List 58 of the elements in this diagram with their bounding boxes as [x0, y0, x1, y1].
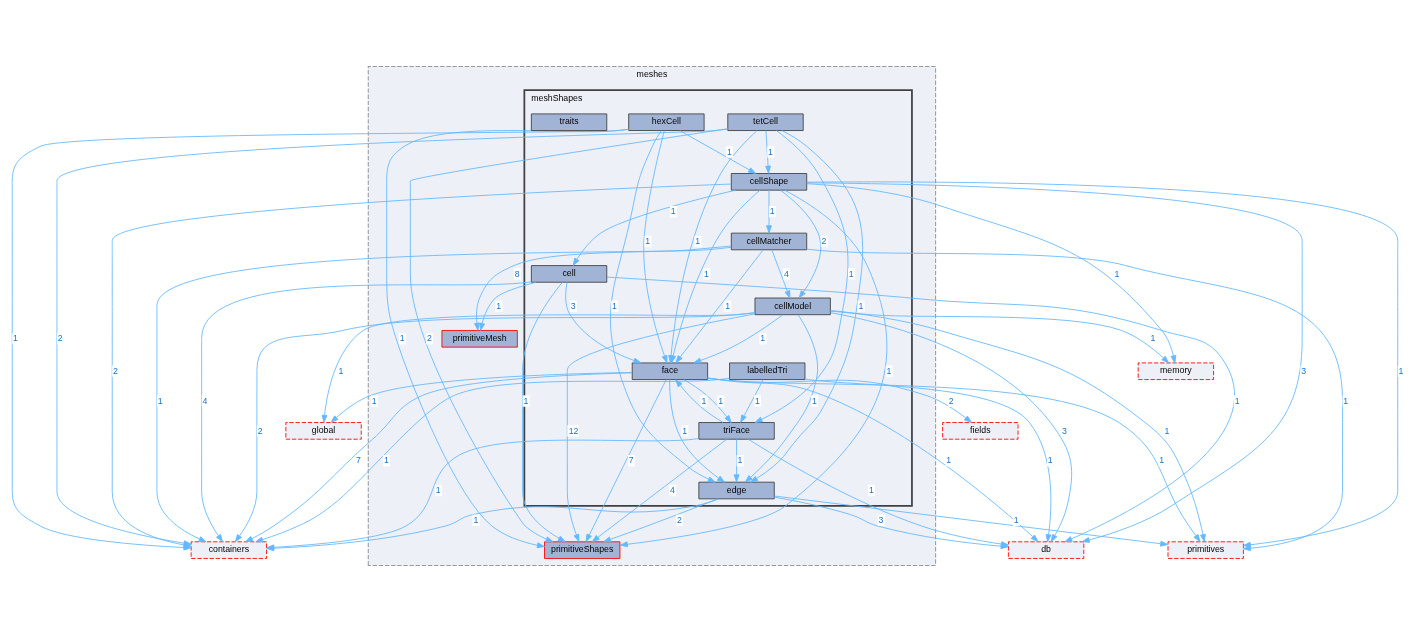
edge-label: 2 [948, 395, 954, 406]
edge-label: 1 [612, 300, 617, 311]
edge-label: 1 [1159, 454, 1165, 465]
edge-label: 4 [202, 395, 208, 406]
edge-label: 4 [669, 484, 675, 495]
edge-label: 1 [645, 235, 651, 246]
edge-label: 1 [858, 300, 864, 311]
edge-label: 1 [1114, 268, 1120, 279]
edge-label: 12 [568, 425, 579, 435]
edge-label: 1 [1047, 454, 1053, 465]
edge-label: 1 [338, 365, 344, 376]
edge-label: 1 [737, 454, 743, 465]
edge-label: 1 [768, 146, 773, 157]
edge-label: 3 [1061, 425, 1067, 435]
edge-label: 1 [718, 395, 724, 406]
edge-label: 4 [783, 268, 789, 279]
edge-label: 1 [848, 268, 854, 279]
edge-label: 2 [257, 425, 263, 435]
edge-label: 1 [1398, 365, 1404, 376]
edge-label: 1 [1150, 332, 1156, 343]
edge-label: 8 [514, 268, 520, 279]
edge-label: 3 [1301, 365, 1307, 376]
edge-label: 1 [157, 395, 163, 406]
edge-label: 1 [1343, 395, 1349, 406]
edge-label: 1 [886, 365, 892, 376]
edge-label: 3 [878, 514, 884, 525]
edge-label: 1 [496, 300, 502, 311]
edge-label: 1 [726, 146, 732, 157]
edge-label: 1 [754, 395, 760, 406]
edge-label: 1 [1164, 425, 1170, 435]
edge-label: 1 [523, 395, 529, 406]
edge-label: 2 [676, 514, 682, 525]
edge-label: 1 [695, 235, 701, 246]
edge-label: 1 [1013, 514, 1019, 525]
edge-label: 1 [769, 205, 775, 216]
edge-label: 1 [760, 332, 766, 343]
edge-label: 1 [725, 300, 731, 311]
edge-label: 1 [371, 395, 377, 406]
edge-label: 1 [868, 484, 874, 495]
edge-label: 1 [473, 514, 479, 525]
edge-label: 1 [946, 454, 952, 465]
edge-label: 7 [628, 454, 634, 465]
edge-label: 1 [399, 332, 405, 343]
edge-label: 3 [570, 300, 576, 311]
edge-label: 2 [427, 332, 432, 343]
edge-label: 1 [1234, 395, 1240, 406]
edge-label: 1 [811, 395, 817, 406]
edge-label: 1 [701, 395, 707, 406]
edge-label: 1 [435, 484, 441, 495]
edge-label: 2 [57, 332, 63, 343]
edge-label: 1 [670, 205, 676, 216]
edge-label: 2 [821, 235, 827, 246]
edge-label: 7 [355, 454, 361, 465]
edge-label: 1 [704, 268, 709, 279]
edge-label: 1 [682, 425, 688, 435]
edge-label: 1 [384, 454, 389, 465]
edge-label: 2 [113, 365, 118, 376]
edge-label: 1 [13, 332, 18, 343]
